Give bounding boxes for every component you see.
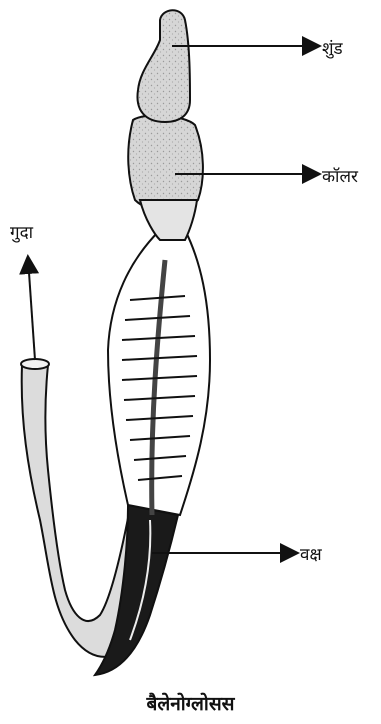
- proboscis: [137, 10, 190, 122]
- anus-label: गुदा: [10, 220, 33, 243]
- trunk-region: [95, 505, 178, 675]
- collar-label: कॉलर: [322, 164, 358, 187]
- collar: [128, 115, 203, 211]
- trunk-label: वक्ष: [300, 542, 322, 565]
- anus-arrow: [28, 258, 35, 360]
- collar-neck: [140, 200, 197, 240]
- anus-opening: [21, 359, 49, 369]
- proboscis-label: शुंड: [322, 36, 343, 59]
- branchial-region: [108, 230, 210, 515]
- diagram-title: बैलेनोग्लोसस: [0, 690, 381, 716]
